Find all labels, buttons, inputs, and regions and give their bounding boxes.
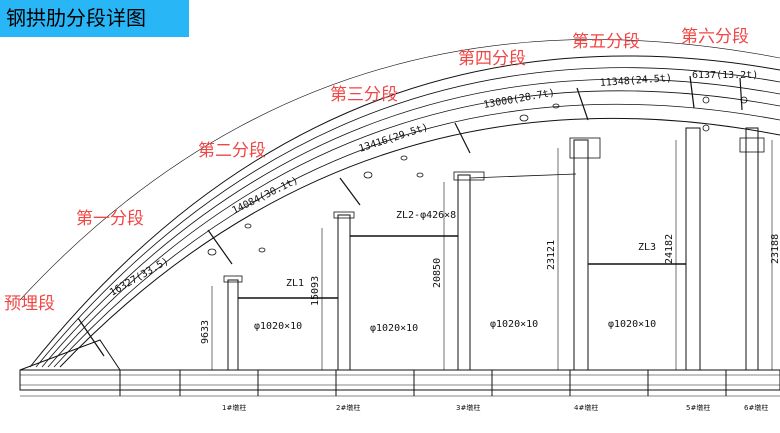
- pier-label-3: 3#墩柱: [456, 403, 480, 412]
- bolt-holes: [207, 96, 748, 256]
- arc-dimension-3: 13416(29.5t): [358, 122, 430, 155]
- arc-dimension-6: 6137(13.2t): [692, 70, 758, 81]
- page-title: 钢拱肋分段详图: [0, 0, 189, 37]
- column-label-3: φ1020×10: [490, 319, 538, 330]
- segment-label-5: 第五分段: [572, 32, 640, 52]
- segment-joints: [77, 75, 743, 357]
- bridge-deck: [19, 369, 780, 397]
- segment-label-1: 第一分段: [76, 209, 144, 229]
- pier-label-6: 6#墩柱: [744, 403, 768, 412]
- height-dimensions: [211, 140, 773, 370]
- pier-label-1: 1#墩柱: [222, 403, 246, 412]
- height-label-5: 24182: [664, 234, 675, 264]
- height-label-3: 20850: [432, 258, 443, 288]
- segment-label-2: 第二分段: [198, 141, 266, 161]
- pier-label-2: 2#墩柱: [336, 403, 360, 412]
- arc-dimension-5: 11348(24.5t): [599, 73, 672, 89]
- height-label-6: 23188: [770, 234, 780, 264]
- braces: [238, 173, 686, 299]
- segment-label-3: 第三分段: [330, 85, 398, 105]
- column-label-2: φ1020×10: [370, 323, 418, 334]
- brace-label-zl3: ZL3: [638, 242, 656, 253]
- arc-dimension-2: 14084(30.1t): [230, 175, 300, 217]
- arch-rib: [19, 39, 780, 368]
- brace-label-zl2: ZL2-φ426×8: [396, 210, 456, 221]
- segment-label-4: 第四分段: [458, 49, 526, 69]
- pier-label-4: 4#墩柱: [574, 403, 598, 412]
- brace-label-zl1: ZL1: [286, 278, 304, 289]
- height-label-1: 9633: [200, 320, 211, 344]
- segment-label-6: 第六分段: [681, 27, 749, 47]
- column-caps: [223, 137, 765, 283]
- pier-label-5: 5#墩柱: [686, 403, 710, 412]
- column-label-1: φ1020×10: [254, 321, 302, 332]
- columns: [227, 127, 759, 371]
- segment-label-embedded: 预埋段: [4, 294, 55, 314]
- height-label-4: 23121: [546, 240, 557, 270]
- column-label-4: φ1020×10: [608, 319, 656, 330]
- height-label-2: 15093: [310, 276, 321, 306]
- springing-base: [19, 339, 121, 371]
